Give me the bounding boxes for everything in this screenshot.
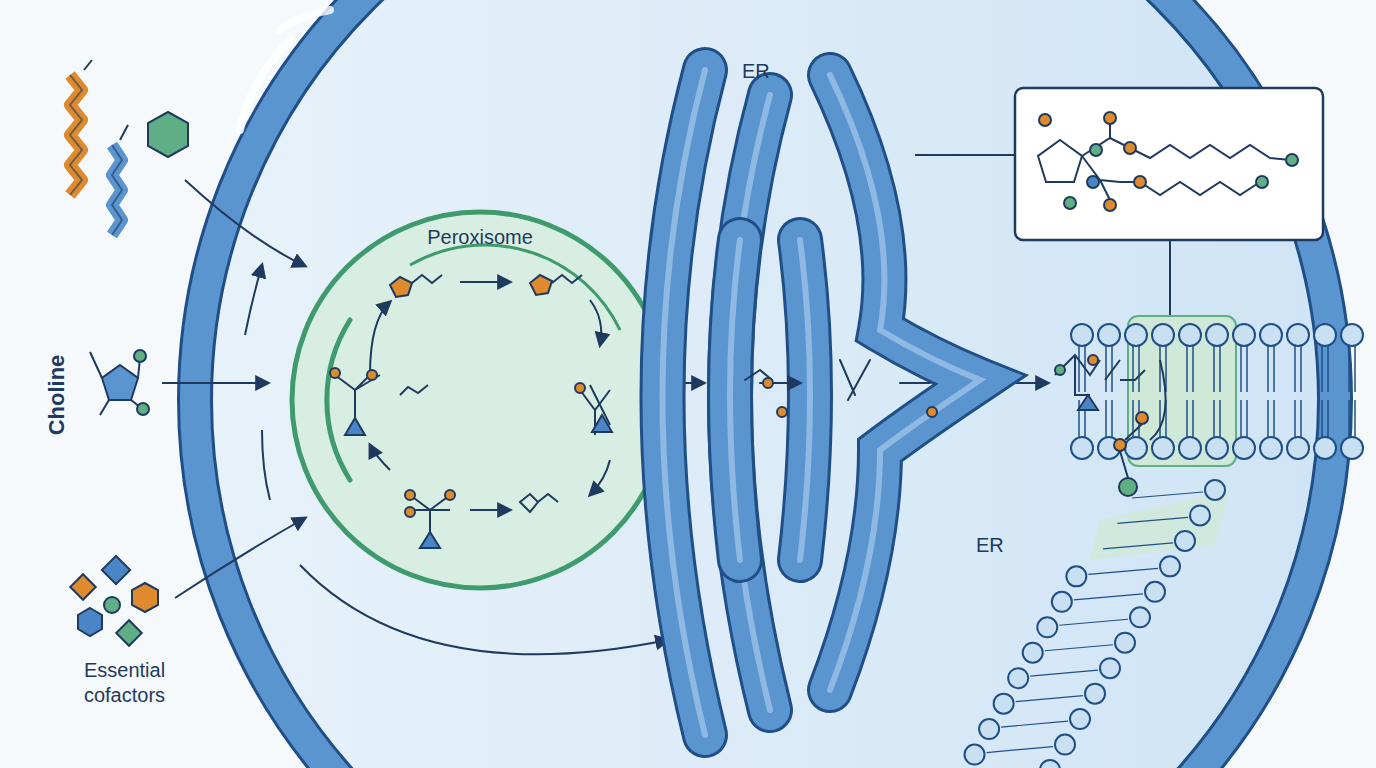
group-label: Essential cofactors [62,658,187,708]
molecule-label: Choline [44,355,70,436]
organelle-outline [700,40,1000,740]
organelle-label: ER [742,60,770,83]
organelle-circle: Peroxisome [290,210,670,590]
organelle-label: Peroxisome [427,226,533,249]
organelle-outline [290,210,670,590]
organelle-label: ER [976,534,1004,557]
organelle-shape: ERER [700,40,1000,740]
